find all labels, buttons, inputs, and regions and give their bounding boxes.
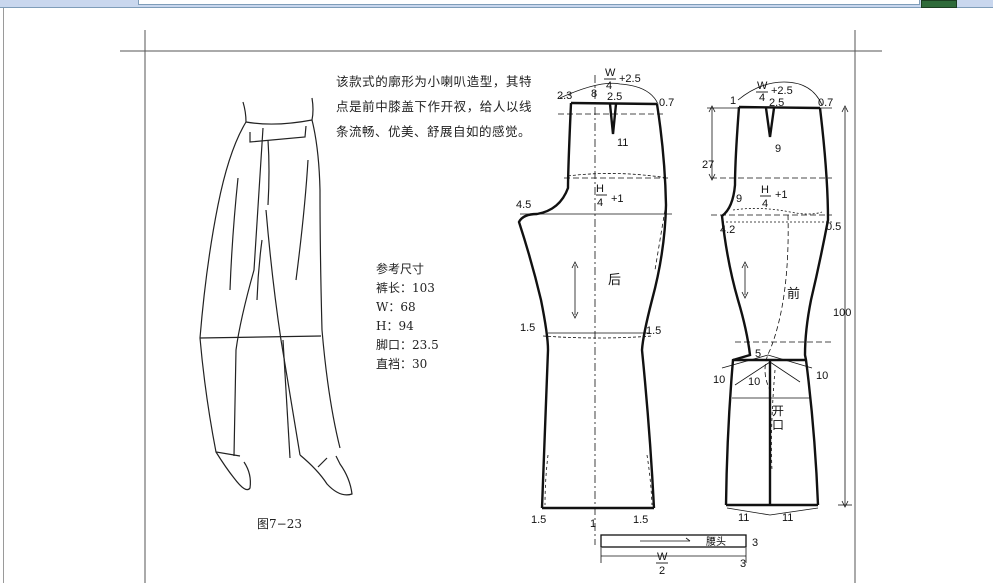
- reference-size-item: H：94: [376, 319, 414, 333]
- back-hip-h: H: [596, 183, 604, 195]
- front-dim: 11: [738, 512, 749, 524]
- back-dim: 1: [590, 518, 596, 530]
- front-dim: 2.5: [769, 97, 784, 109]
- waistband-w: W: [657, 551, 668, 563]
- front-dim: 11: [782, 512, 793, 524]
- front-dart: [764, 107, 776, 138]
- front-hip-h: H: [761, 184, 769, 196]
- front-waist-w: W: [757, 80, 768, 92]
- toolbar-button[interactable]: [921, 0, 957, 8]
- slit-label-1: 开: [772, 404, 784, 418]
- page-frame: [120, 30, 882, 583]
- back-dim: 2.5: [607, 91, 622, 103]
- reference-size-item: 脚口：23.5: [376, 338, 439, 352]
- trousers-sketch: [199, 97, 353, 496]
- back-dim: 2.3: [557, 90, 572, 102]
- back-outline-right: [640, 103, 668, 509]
- address-field[interactable]: [138, 0, 920, 5]
- back-dart: [608, 103, 618, 135]
- page-edge: [3, 8, 4, 583]
- back-waist-4: 4: [606, 80, 612, 92]
- waistband-2: 2: [659, 565, 665, 577]
- back-dim: 8: [591, 88, 597, 100]
- front-dim: 9: [775, 143, 781, 155]
- front-hip-4: 4: [762, 198, 768, 210]
- reference-size-item: W：68: [376, 300, 416, 314]
- back-dim: 0.7: [659, 97, 674, 109]
- front-dim: 5: [755, 348, 761, 360]
- back-hip-plus: +1: [611, 193, 624, 205]
- front-dim: 27: [702, 159, 714, 171]
- waistband-label: 腰头: [706, 536, 726, 548]
- back-dim: 1.5: [633, 514, 648, 526]
- back-waist-w: W: [605, 67, 616, 79]
- reference-sizes-title: 参考尺寸: [376, 262, 425, 276]
- front-dim: 0.5: [826, 221, 841, 233]
- back-dim: 1.5: [531, 514, 546, 526]
- back-label: 后: [608, 272, 621, 287]
- slit-label-2: 口: [772, 418, 784, 432]
- front-dim: 10: [713, 374, 725, 386]
- back-hip-4: 4: [597, 197, 603, 209]
- front-dim: 100: [833, 307, 851, 319]
- front-outline-left: [720, 106, 752, 506]
- front-dim: 9: [736, 193, 742, 205]
- back-dim: 11: [617, 137, 628, 149]
- window-top-bar: [0, 0, 993, 8]
- front-dim: 4.2: [720, 224, 735, 236]
- front-label: 前: [787, 286, 800, 301]
- front-outline-right: [803, 107, 830, 506]
- front-waist-plus: +2.5: [771, 85, 793, 97]
- back-dim: 4.5: [516, 199, 531, 211]
- front-dim: 10: [748, 376, 760, 388]
- front-hip-plus: +1: [775, 189, 788, 201]
- style-description: 该款式的廓形为小喇叭造型，其特点是前中膝盖下作开衩，给人以线条流畅、优美、舒展自…: [336, 74, 532, 139]
- front-dim: 1: [730, 95, 736, 107]
- back-waist-plus: +2.5: [619, 73, 641, 85]
- waistband-width: 3: [752, 537, 758, 549]
- reference-sizes: 参考尺寸 裤长：103 W：68 H：94 脚口：23.5 直裆：30: [376, 260, 439, 374]
- figure-caption: 图7−23: [257, 517, 302, 531]
- back-dim: 1.5: [520, 322, 535, 334]
- waistband: 腰头 3 3 W 2: [600, 534, 758, 577]
- reference-size-item: 裤长：103: [376, 281, 435, 295]
- front-pattern: W 4 +2.5 H 4 +1 1 2.5 0.7 9 27 9 4.2 0.5…: [702, 80, 852, 524]
- back-pattern: W 4 +2.5 H 4 +1 2.3 8 2.5 0.7 11 4.5 1.5…: [516, 67, 674, 545]
- back-outline-left: [517, 102, 573, 509]
- back-waist-line: [570, 101, 658, 106]
- front-waist-4: 4: [759, 92, 765, 104]
- back-dim: 1.5: [646, 325, 661, 337]
- waistband-dim: 3: [740, 558, 746, 570]
- front-dim: 0.7: [818, 97, 833, 109]
- front-dim: 10: [816, 370, 828, 382]
- reference-size-item: 直裆：30: [376, 357, 428, 371]
